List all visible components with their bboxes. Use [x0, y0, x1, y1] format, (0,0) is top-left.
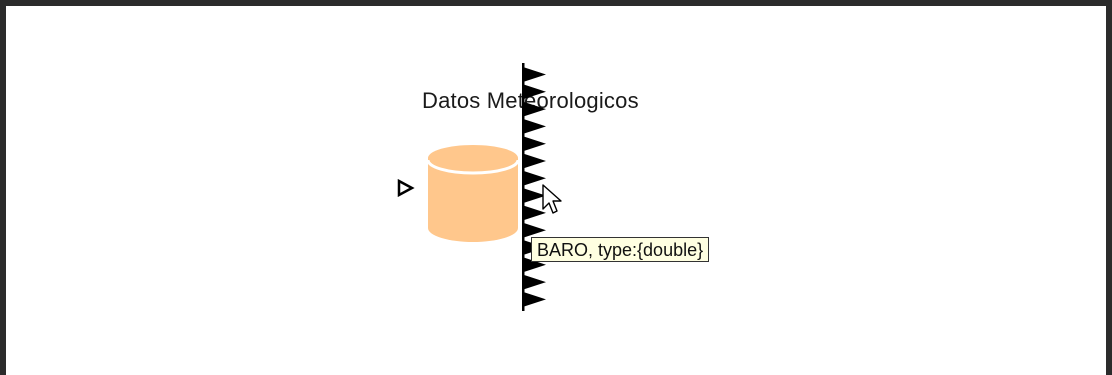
- output-port-icon[interactable]: [523, 205, 546, 221]
- database-icon: [426, 145, 520, 242]
- output-port-icon[interactable]: [523, 188, 546, 204]
- output-port-group[interactable]: [523, 67, 546, 307]
- arrow-pointer-icon: [542, 184, 562, 214]
- output-port-icon[interactable]: [523, 274, 546, 290]
- database-body: [428, 158, 518, 242]
- output-port-icon[interactable]: [523, 84, 546, 100]
- database-top-rim: [426, 159, 520, 175]
- input-port-icon[interactable]: [397, 179, 415, 197]
- output-ports[interactable]: [519, 63, 549, 311]
- output-port-icon[interactable]: [523, 101, 546, 117]
- output-port-icon[interactable]: [523, 118, 546, 134]
- output-port-icon[interactable]: [523, 67, 546, 82]
- block-right-edge: [522, 63, 525, 311]
- output-port-icon[interactable]: [523, 291, 546, 307]
- output-port-icon[interactable]: [523, 136, 546, 152]
- output-port-icon[interactable]: [523, 170, 546, 186]
- output-port-icon[interactable]: [523, 153, 546, 169]
- output-port-icon[interactable]: [523, 222, 546, 238]
- port-tooltip: BARO, type:{double}: [531, 237, 710, 262]
- output-port-icon[interactable]: [523, 257, 546, 273]
- database-block[interactable]: [424, 142, 522, 246]
- database-top: [428, 145, 518, 171]
